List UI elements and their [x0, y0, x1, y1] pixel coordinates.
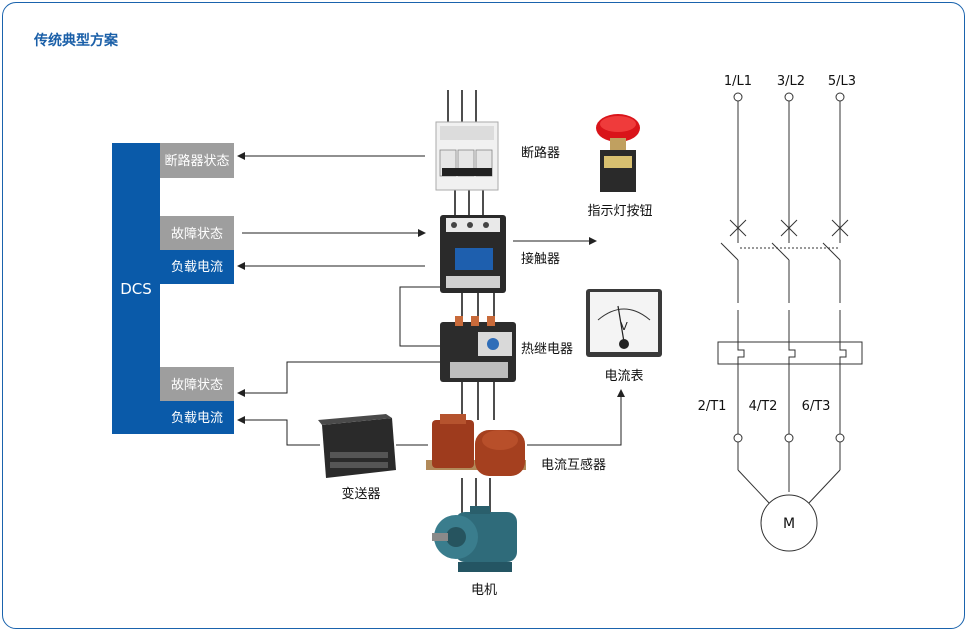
circuit-breaker-image [435, 121, 499, 191]
label-thermal-relay: 热继电器 [521, 342, 573, 357]
dcs-label: DCS [120, 280, 152, 298]
signal-breaker-status: 断路器状态 [164, 153, 229, 169]
thermal-relay-image [440, 316, 516, 382]
signal-load-current-2: 负载电流 [171, 411, 223, 426]
contactor-image [440, 215, 506, 293]
label-contactor: 接触器 [521, 251, 560, 267]
signal-lines [237, 152, 625, 446]
schematic: 1/L1 3/L2 5/L3 [698, 74, 863, 552]
signal-fault-status-1: 故障状态 [171, 227, 223, 242]
label-breaker: 断路器 [521, 145, 560, 161]
motor-image [432, 506, 517, 572]
schematic-input-2: 3/L2 [777, 74, 805, 89]
signal-load-current-1: 负载电流 [171, 260, 223, 275]
label-current-transformer: 电流互感器 [541, 457, 606, 473]
schematic-output-3: 6/T3 [802, 399, 831, 414]
schematic-output-2: 4/T2 [749, 399, 778, 414]
label-transmitter: 变送器 [341, 486, 380, 502]
signal-fault-status-2: 故障状态 [171, 378, 223, 393]
page-title: 传统典型方案 [34, 33, 118, 49]
ammeter-image: V [586, 289, 662, 357]
transmitter-image [318, 414, 396, 478]
dcs-panel: DCS 断路器状态 故障状态 负载电流 故障状态 负载电流 [112, 143, 234, 434]
pilot-button-image [596, 114, 640, 192]
schematic-input-1: 1/L1 [724, 74, 752, 89]
schematic-input-3: 5/L3 [828, 74, 856, 89]
schematic-motor-label: M [783, 516, 795, 532]
label-ammeter: 电流表 [604, 369, 643, 384]
label-motor: 电机 [471, 583, 497, 598]
current-transformer-image [426, 414, 526, 476]
schematic-output-1: 2/T1 [698, 399, 727, 414]
label-pilot-button: 指示灯按钮 [587, 204, 652, 219]
ammeter-face-letter: V [620, 320, 628, 333]
